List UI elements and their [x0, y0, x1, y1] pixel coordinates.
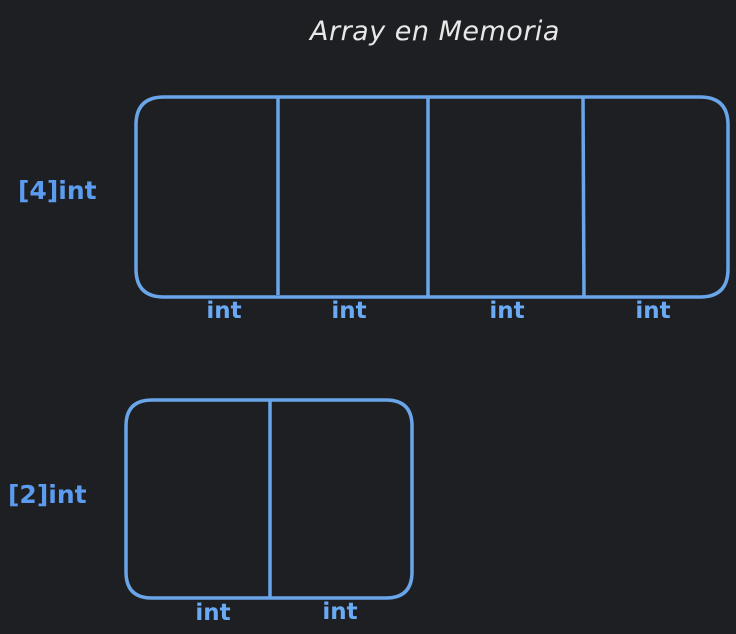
array-4-int-label: [4]int [18, 176, 97, 205]
array-2-int [124, 398, 414, 600]
array-2-int-cell-label-1: int [195, 600, 231, 626]
array-2-int-outline [124, 398, 414, 600]
array-4-int [134, 95, 730, 299]
diagram-title: Array en Memoria [310, 16, 560, 47]
array-4-int-outline [134, 95, 730, 299]
array-2-int-label: [2]int [8, 480, 87, 509]
array-4-int-cell-label-2: int [331, 298, 367, 324]
array-4-int-cell-label-3: int [489, 298, 525, 324]
array-4-int-divider-3 [581, 96, 586, 299]
array-2-int-cell-label-2: int [322, 599, 358, 625]
array-4-int-cell-label-4: int [635, 298, 671, 324]
array-4-int-cell-label-1: int [206, 298, 242, 324]
